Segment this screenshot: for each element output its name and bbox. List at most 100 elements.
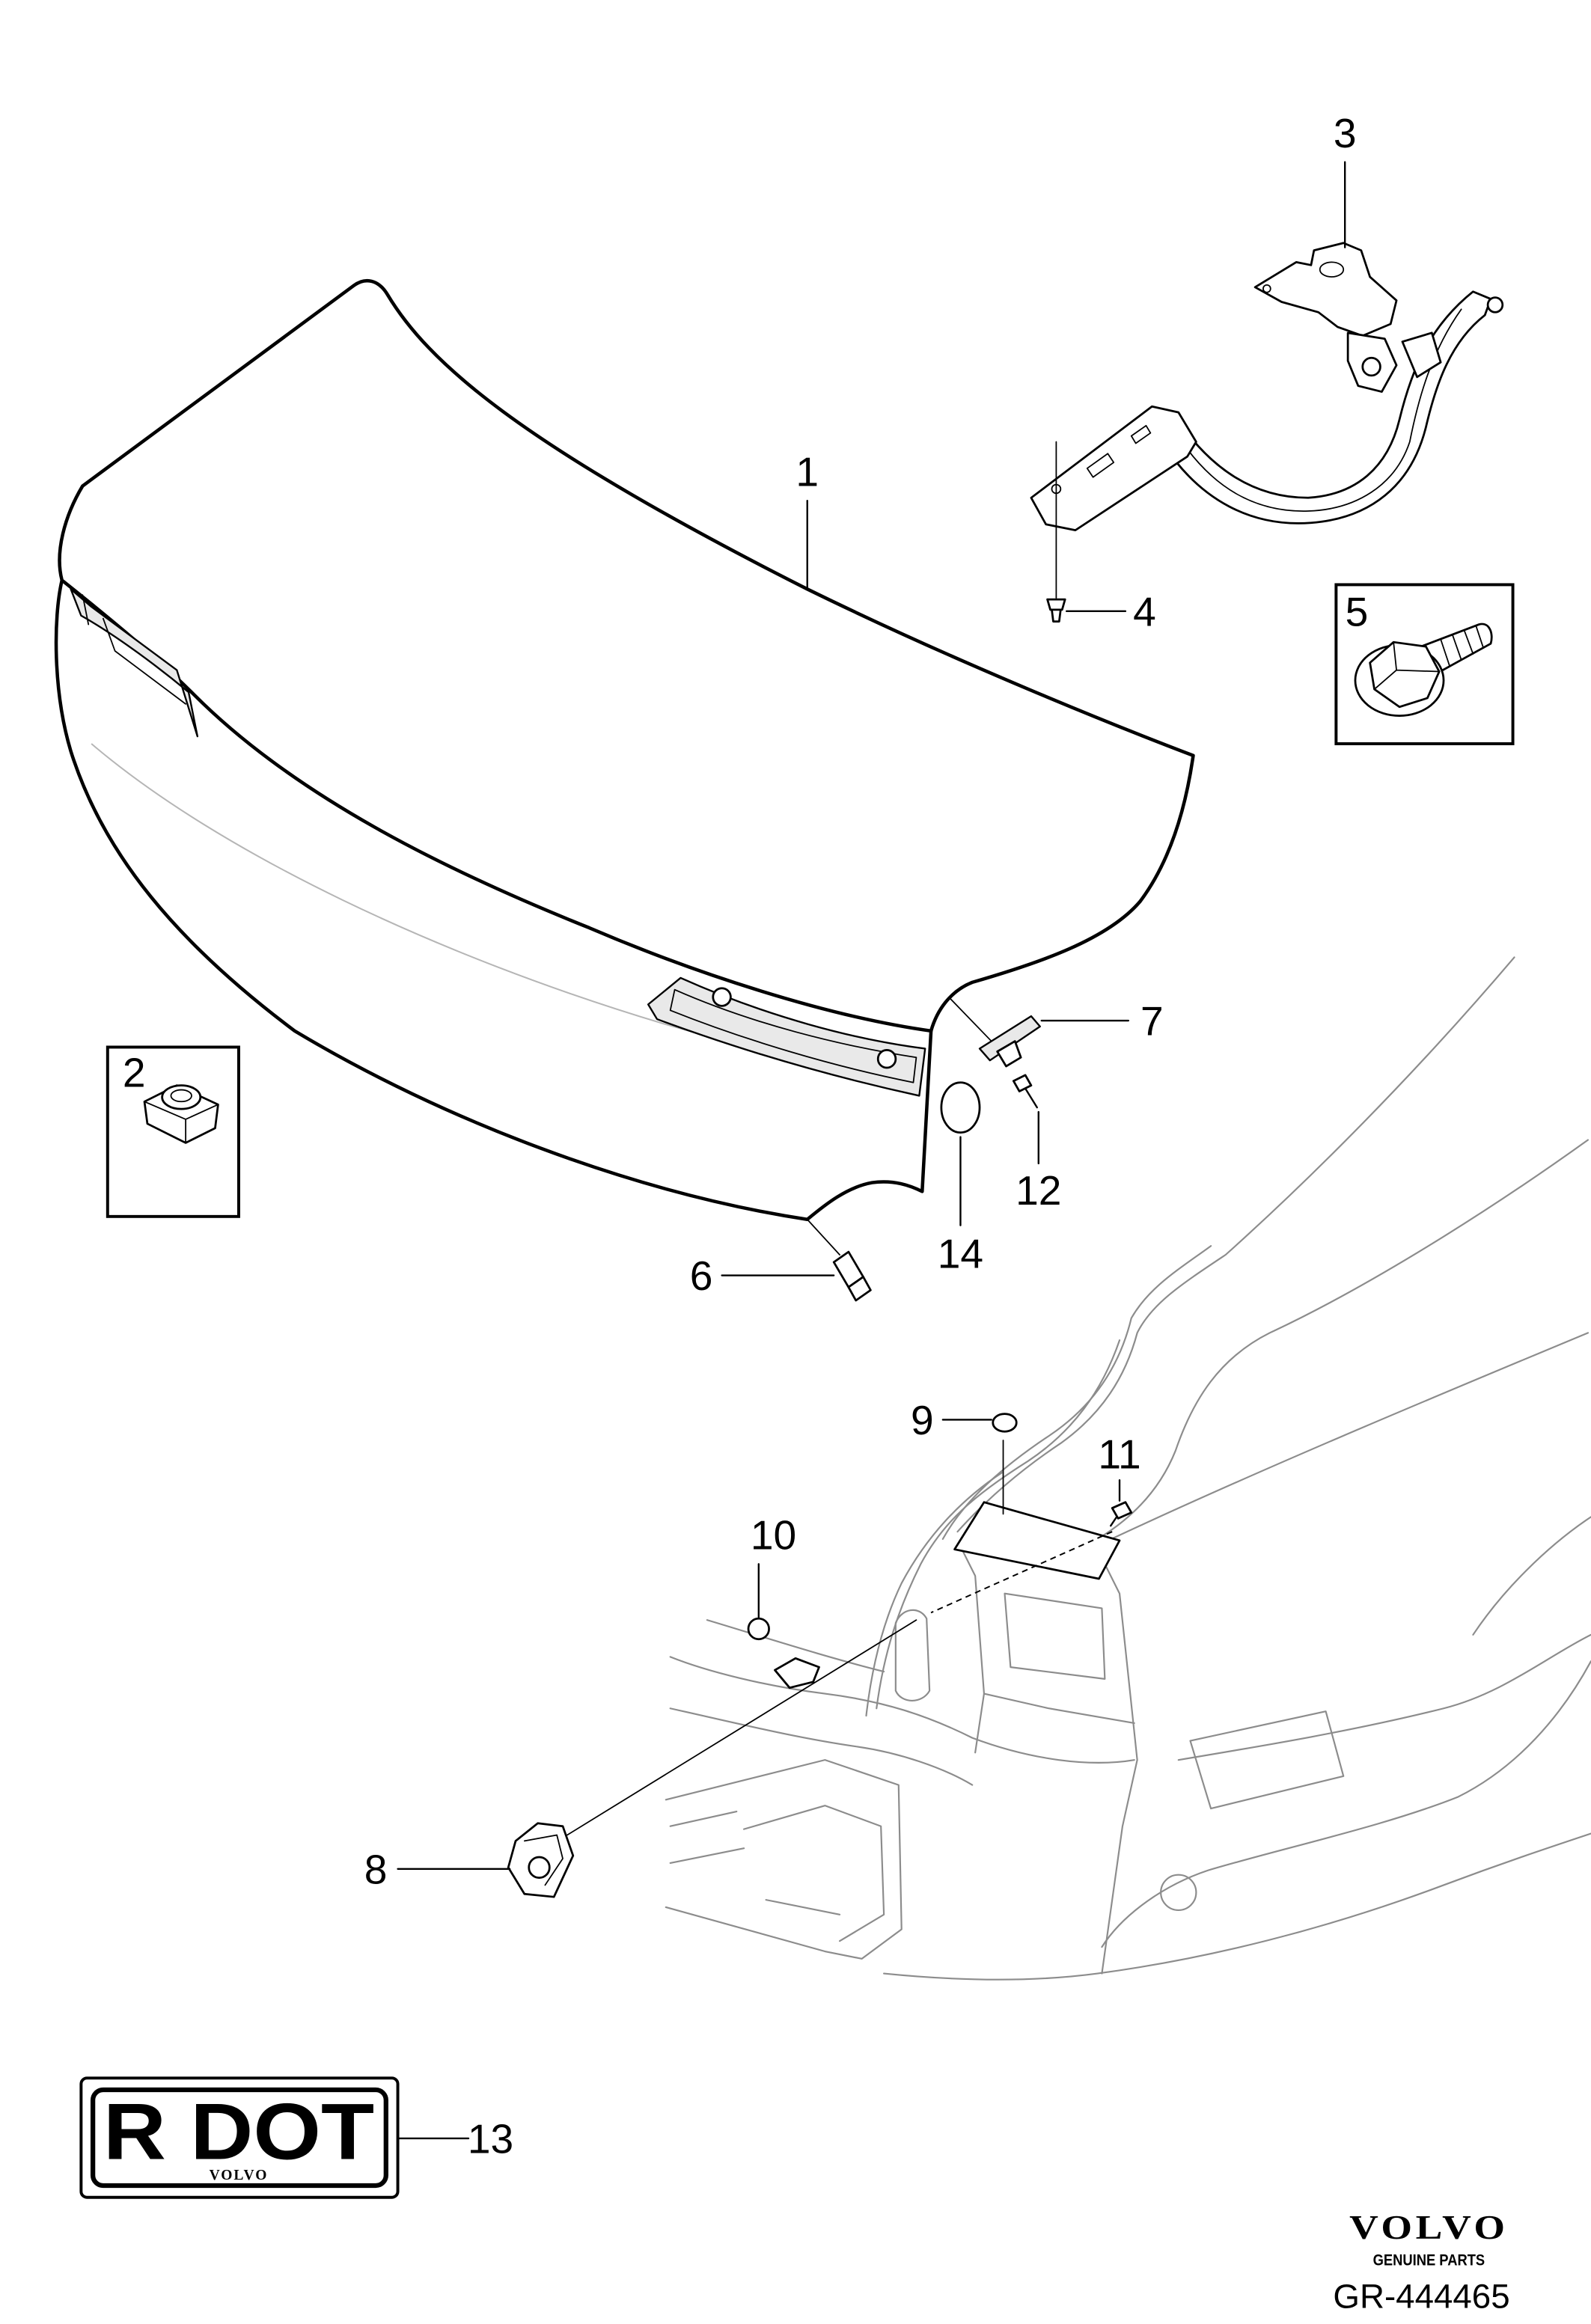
shelf-bracket-guide (930, 1531, 1113, 1614)
trunk-lock (507, 1619, 917, 1898)
cap-10 (747, 1617, 820, 1690)
fender-lower (1101, 1660, 1591, 1948)
r-dot-decal-inner (90, 2087, 388, 2189)
r-dot-decal: R DOT VOLVO (79, 2076, 400, 2199)
callout-10: 10 (751, 1512, 796, 1559)
buffer-screw (1012, 1074, 1038, 1109)
footer-branding: VOLVO GENUINE PARTS GR-444465 (1333, 2209, 1509, 2316)
license-lamp-inner (669, 988, 917, 1083)
hinge-lower-plate (1030, 405, 1197, 531)
bumper-bracket-flange (669, 1810, 745, 1865)
lid-buffer-stem (996, 1040, 1022, 1068)
cage-nut-edges (144, 1101, 219, 1144)
buffer-screw-shank (1024, 1087, 1038, 1109)
quarter-panel-edge (1096, 1139, 1590, 1540)
lid-corner-link (949, 997, 994, 1044)
cage-nut (106, 1045, 240, 1218)
trunk-lid-top-panel (58, 278, 1195, 1033)
hinge-lower-plate-slot-2 (1130, 424, 1152, 444)
volvo-logo: VOLVO (1349, 2209, 1509, 2246)
lid-buffer (978, 1015, 1041, 1068)
leader-lines (389, 161, 1346, 2140)
rear-fender-top (1472, 1516, 1591, 1636)
screw-11 (1110, 1501, 1133, 1527)
lamp-opening-right (1189, 1710, 1345, 1810)
hinge-mount-slot (1319, 261, 1345, 278)
callout-7: 7 (1140, 998, 1164, 1045)
hinge-arm-rib (1186, 308, 1462, 512)
r-dot-decal-outer (79, 2076, 400, 2199)
callout-labels: 1 2 3 4 5 6 7 8 9 10 11 12 13 14 (123, 110, 1368, 2162)
plug-9 (992, 1413, 1018, 1433)
body-hole (1160, 1874, 1197, 1911)
lid-striker (832, 1250, 872, 1302)
flange-bolt-hex-head (1369, 640, 1441, 709)
shelf-bracket (930, 1440, 1121, 1614)
lid-buffer-bar (978, 1015, 1041, 1062)
side-structure-crease (983, 1692, 1135, 1725)
cage-nut-frame (106, 1045, 240, 1218)
hinge-lower-plate-slot (1086, 453, 1115, 478)
c-pillar-inner-edge (941, 1245, 1212, 1540)
flange-bolt-thread (1440, 625, 1485, 667)
callout-3: 3 (1334, 110, 1357, 156)
callout-4: 4 (1133, 589, 1156, 635)
screw-11-shank (1110, 1516, 1118, 1527)
hinge-screw (1046, 441, 1066, 623)
callout-13: 13 (468, 2116, 513, 2162)
bumper-bottom (883, 1832, 1591, 1981)
callout-14: 14 (938, 1231, 983, 1277)
trunk-lock-link (567, 1619, 917, 1836)
callout-11: 11 (1098, 1431, 1140, 1477)
hinge-gusset (1401, 331, 1442, 379)
hinge-mount-plate (1253, 242, 1398, 337)
hinge-cavity (894, 1609, 931, 1701)
genuine-parts-tagline: GENUINE PARTS (1373, 2250, 1485, 2269)
cap-10-dome (747, 1617, 770, 1641)
trunk-lock-bolt (528, 1856, 551, 1879)
callout-9: 9 (911, 1397, 934, 1443)
callout-12: 12 (1016, 1167, 1061, 1214)
c-pillar-edge (956, 956, 1515, 1533)
shelf-bracket-wedge (953, 1501, 1121, 1580)
r-dot-decal-text: R DOT (103, 2088, 374, 2177)
flange-bolt (1334, 583, 1515, 745)
flange-bolt-hex-edges (1373, 641, 1441, 691)
car-body-outline (665, 956, 1591, 1981)
buffer-screw-head (1012, 1074, 1033, 1092)
flange-bolt-frame (1334, 583, 1515, 745)
side-structure (959, 1545, 1138, 1975)
callout-6: 6 (690, 1253, 713, 1299)
lid-striker-link (806, 1218, 840, 1256)
illustration-code: GR-444465 (1333, 2277, 1509, 2315)
trunk-lock-plate (523, 1834, 564, 1886)
bumper-bracket (665, 1759, 903, 1960)
hinge-screw-shank (1051, 608, 1062, 623)
left-lamp-recess-detail (82, 594, 187, 705)
cover-plug (940, 1081, 981, 1134)
lid-striker-tip (847, 1276, 872, 1302)
rear-window-lower-edge (1101, 1332, 1590, 1544)
hinge-pivot (1361, 356, 1381, 377)
bumper-bracket-inner (743, 1805, 885, 1942)
hinge-arm-end-pin (1486, 296, 1504, 314)
callout-8: 8 (364, 1846, 388, 1892)
side-structure-pocket (1004, 1592, 1106, 1680)
r-dot-decal-brand: VOLVO (210, 2167, 269, 2183)
license-lamp-screw-right (876, 1049, 897, 1069)
cap-10-clip (774, 1657, 820, 1690)
callout-2: 2 (123, 1050, 146, 1096)
cage-nut-hole (170, 1089, 192, 1103)
callout-5: 5 (1346, 589, 1369, 635)
left-lamp-recess (70, 588, 199, 738)
hinge-screw-head (1046, 598, 1066, 611)
trunk-lid (54, 278, 1195, 1256)
rear-panel-lower (669, 1707, 974, 1786)
rear-fender (1177, 1633, 1591, 1761)
rear-panel-top (669, 1656, 1135, 1764)
license-lamp-screw-left (712, 987, 732, 1007)
hinge-mount-hole (1262, 284, 1271, 293)
cage-nut-collar (161, 1084, 202, 1110)
trunk-opening-left (876, 1339, 1121, 1710)
